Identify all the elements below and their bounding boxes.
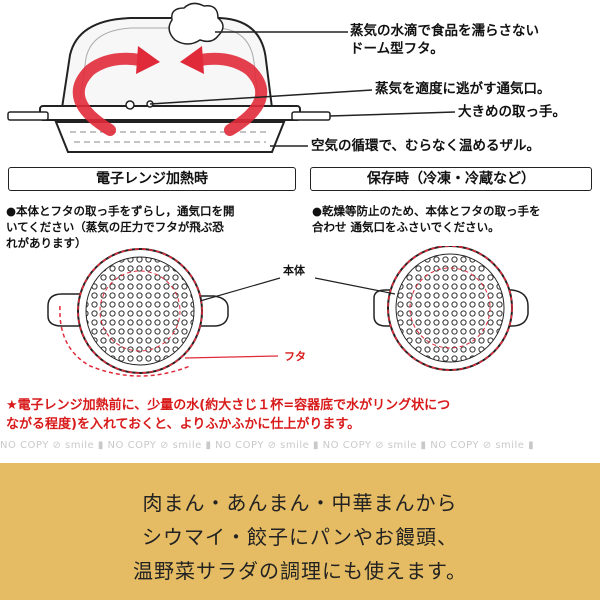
section-text-microwave: ●本体とフタの取っ手をずらし，通気口を開 いてください（蒸気の圧力でフタが飛ぶ恐… [6, 204, 235, 250]
top-view-diagram [47, 246, 529, 377]
heating-tip-note: ★電子レンジ加熱前に、少量の水(約大さじ１杯=容器底で水がリング状につ ながる程… [6, 398, 451, 432]
colander-topview-vent-open [47, 248, 229, 377]
steamer-dome-diagram [7, 2, 456, 153]
callout-colander: 空気の循環で、むらなく温めるザル。 [311, 138, 540, 154]
steam-cloud-icon [168, 2, 224, 45]
circulation-arrow-left [72, 52, 146, 136]
callout-handle: 大きめの取っ手。 [458, 104, 566, 120]
handle-right [291, 111, 331, 121]
section-header-storage: 保存時（冷凍・冷蔵など） [310, 167, 592, 191]
callout-dome: 蒸気の水滴で食品を濡らさない ドーム型フタ。 [350, 23, 539, 57]
colander-topview-vent-closed [373, 246, 529, 371]
colander-basket [54, 121, 286, 153]
usage-text: 肉まん・あんまん・中華まんから シウマイ・餃子にパンやお饅頭、 温野菜サラダの調… [133, 491, 467, 583]
watermark: NO COPY ⊘ smile ▮ NO COPY ⊘ smile ▮ NO C… [0, 440, 535, 451]
circulation-arrow-right [194, 52, 268, 136]
usage-band [0, 463, 600, 600]
vent [125, 100, 135, 110]
section-text-storage: ●乾燥等防止のため、本体とフタの取っ手を 合わせ 通気口をふさいでください。 [312, 204, 541, 234]
handle-left [7, 111, 49, 121]
callout-vent: 蒸気を適度に逃がす通気口。 [375, 81, 551, 97]
label-lid: フタ [284, 350, 306, 363]
section-header-microwave: 電子レンジ加熱時 [8, 167, 296, 191]
label-body: 本体 [283, 264, 305, 277]
